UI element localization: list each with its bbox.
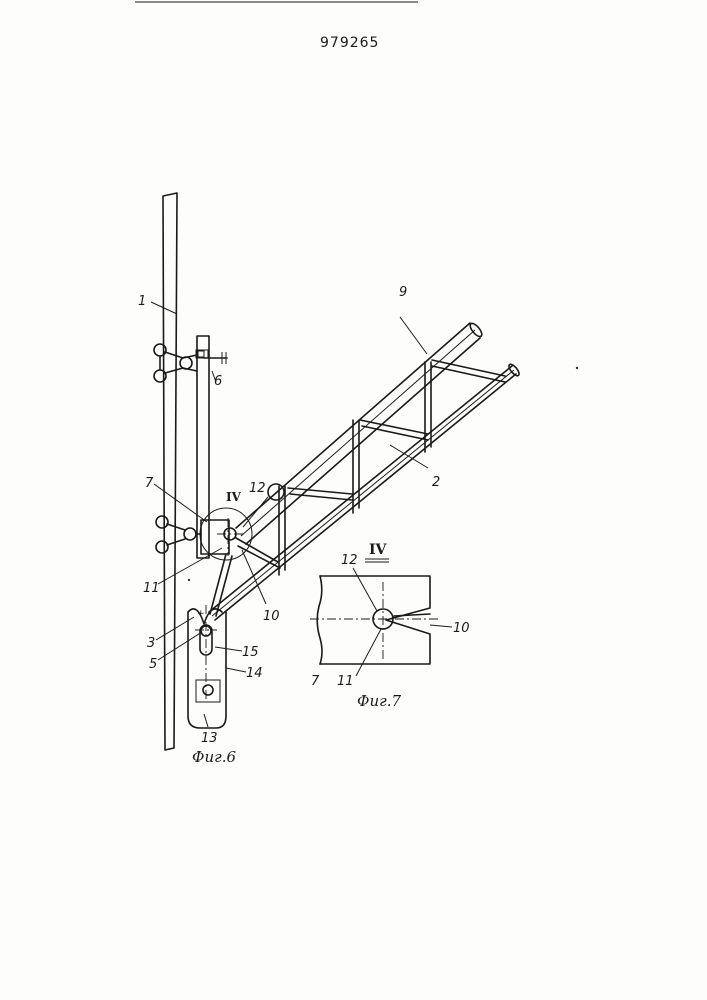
mounting-plate	[196, 680, 220, 702]
vertical-post	[163, 193, 177, 750]
leader-11	[158, 548, 222, 584]
label-10: 10	[263, 609, 280, 624]
block-outline	[320, 576, 430, 664]
leader-10-detail	[430, 625, 452, 627]
upper-chord-end	[468, 322, 484, 339]
label-15: 15	[242, 645, 259, 660]
lower-roller-bottom	[156, 541, 168, 553]
lower-roller-right	[184, 528, 196, 540]
label-13: 13	[201, 731, 218, 746]
leader-12-detail	[353, 568, 377, 611]
leader-11-detail	[356, 629, 381, 676]
label-1: 1	[138, 294, 146, 309]
boom-upper-chord-inner	[241, 330, 475, 536]
label-12: 12	[249, 481, 266, 496]
block-break-line	[317, 576, 322, 664]
label-detail-iv: IV	[226, 490, 242, 504]
lower-bracket	[188, 612, 226, 728]
scan-speck	[188, 579, 190, 581]
label-7: 7	[145, 476, 154, 491]
label-14: 14	[246, 666, 263, 681]
figure-7: IV 12 10 7 11 Фиг.7	[310, 542, 470, 710]
label-6: 6	[214, 374, 222, 389]
leader-14	[226, 668, 246, 672]
figure-7-caption: Фиг.7	[357, 692, 401, 710]
slot-upper-edge	[394, 614, 430, 616]
support-strut	[236, 538, 280, 568]
mounting-bolt	[203, 685, 213, 695]
lower-roller-top	[156, 516, 168, 528]
detail-label-10: 10	[453, 621, 470, 636]
detail-label-12: 12	[341, 553, 358, 568]
figure-6-caption: Фиг.6	[192, 748, 236, 766]
label-5: 5	[149, 657, 157, 672]
label-9: 9	[399, 285, 407, 300]
upper-roller-right	[180, 357, 192, 369]
patent-number: 979265	[320, 35, 379, 51]
leader-9	[400, 317, 427, 354]
label-3: 3	[147, 636, 155, 651]
upper-bracket-slot	[198, 351, 204, 357]
label-2: 2	[432, 475, 440, 490]
link-rod	[210, 554, 232, 616]
detail-label-7: 7	[311, 674, 320, 689]
figure-7-title: IV	[369, 542, 388, 558]
leader-2	[390, 445, 428, 468]
scan-speck	[576, 367, 578, 369]
plus-mark: +	[197, 609, 205, 619]
detail-label-11: 11	[337, 674, 354, 689]
guide-bar	[197, 336, 209, 558]
leader-15	[215, 647, 242, 651]
figure-6: + 1 6 9 2 7 IV 12 11 10 3 5 15 14 13 Фиг…	[138, 193, 521, 766]
truss-diagonal-2	[360, 420, 428, 440]
leader-12	[243, 497, 268, 527]
leader-13	[204, 714, 208, 727]
label-11: 11	[143, 581, 160, 596]
